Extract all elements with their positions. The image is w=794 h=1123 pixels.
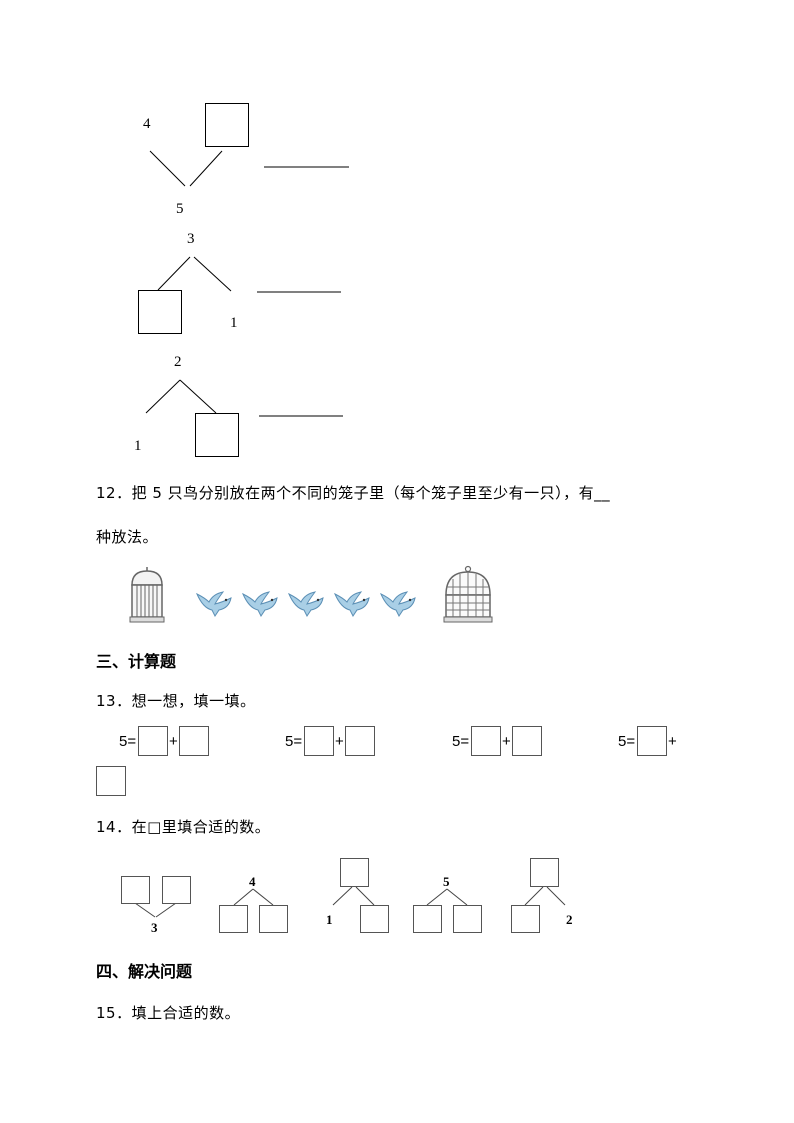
section-title-problem-solving: 四、解决问题: [96, 962, 193, 981]
q13-eq2-box-a[interactable]: [304, 726, 334, 756]
q13-eq4-lhs: 5=: [618, 733, 636, 750]
q13-eq4-box-a[interactable]: [637, 726, 667, 756]
q14-d1-bottom-number: 3: [151, 920, 158, 935]
q13-prompt: 13．想一想，填一填。: [96, 692, 256, 710]
q12-text-line1: 12．把 5 只鸟分别放在两个不同的笼子里（每个笼子里至少有一只），有__: [96, 484, 611, 502]
q13-eq1-plus: +: [169, 733, 178, 750]
q11-d3-answer-box[interactable]: [195, 413, 239, 457]
q14-d2-box-right[interactable]: [259, 905, 288, 933]
q14-prompt: 14．在□里填合适的数。: [96, 818, 271, 836]
q13-eq1-lhs: 5=: [119, 733, 137, 750]
section-title-calculation: 三、计算题: [96, 652, 177, 671]
q14-d3-left-number: 1: [326, 912, 333, 927]
q14-d2-top-number: 4: [249, 874, 256, 889]
q15-prompt: 15．填上合适的数。: [96, 1004, 241, 1022]
birdcage-icon: [443, 565, 493, 623]
bird-icon: [334, 591, 370, 617]
bird-icon: [380, 591, 416, 617]
q11-d1-answer-box[interactable]: [205, 103, 249, 147]
q14-d1-box-right[interactable]: [162, 876, 191, 904]
q13-eq3-box-b[interactable]: [512, 726, 542, 756]
q13-eq3-plus: +: [502, 733, 511, 750]
q14-d5-box-left[interactable]: [511, 905, 540, 933]
birdcage-icon: [129, 567, 165, 623]
bird-icon: [242, 591, 278, 617]
q13-eq4-plus: +: [668, 733, 677, 750]
q13-eq2-plus: +: [335, 733, 344, 750]
q13-eq1-box-b[interactable]: [179, 726, 209, 756]
q14-d5-box-top[interactable]: [530, 858, 559, 887]
q14-d3-box-right[interactable]: [360, 905, 389, 933]
q11-d1-bottom-number: 5: [176, 201, 184, 217]
q13-eq3-lhs: 5=: [452, 733, 470, 750]
q13-eq1-box-a[interactable]: [138, 726, 168, 756]
q14-d3-box-top[interactable]: [340, 858, 369, 887]
bird-icon: [288, 591, 324, 617]
q11-d3-left-number: 1: [134, 438, 142, 454]
q11-d3-top-number: 2: [174, 354, 182, 370]
q11-d1-top-number: 4: [143, 116, 151, 132]
q14-d2-box-left[interactable]: [219, 905, 248, 933]
q13-eq2-lhs: 5=: [285, 733, 303, 750]
q14-d4-top-number: 5: [443, 874, 450, 889]
q14-d5-right-number: 2: [566, 912, 573, 927]
q13-eq4-box-b[interactable]: [96, 766, 126, 796]
q11-d2-right-number: 1: [230, 315, 238, 331]
q12-text-line2: 种放法。: [96, 528, 159, 546]
q14-d4-box-right[interactable]: [453, 905, 482, 933]
q14-d4-box-left[interactable]: [413, 905, 442, 933]
bird-icon: [196, 591, 232, 617]
q11-d2-answer-box[interactable]: [138, 290, 182, 334]
q13-eq3-box-a[interactable]: [471, 726, 501, 756]
q14-d1-box-left[interactable]: [121, 876, 150, 904]
q13-eq2-box-b[interactable]: [345, 726, 375, 756]
q11-d2-top-number: 3: [187, 231, 195, 247]
